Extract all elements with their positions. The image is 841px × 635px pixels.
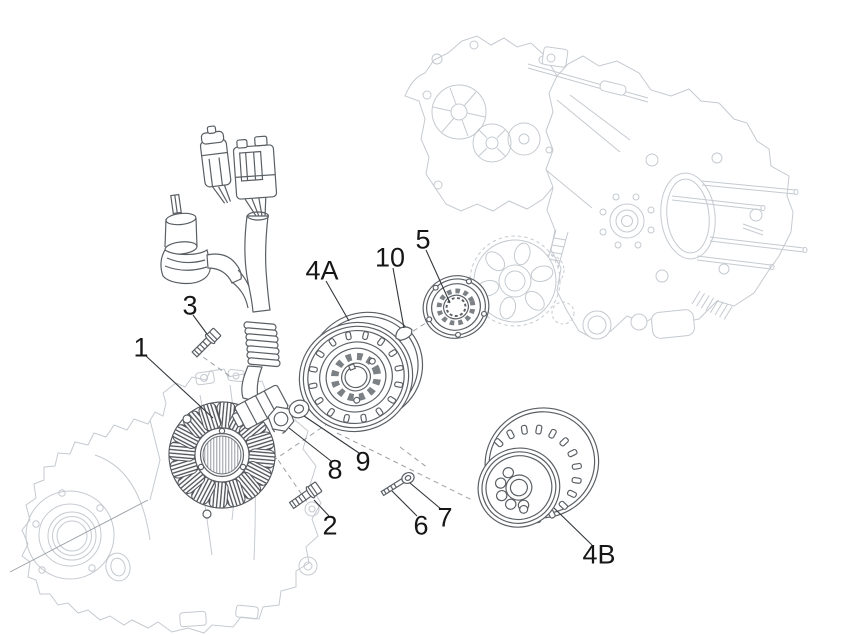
freewheel-drawing [422,275,490,339]
part-callout-5: 5 [415,224,431,255]
nut-drawing [267,406,295,434]
stator-drawing [168,384,289,519]
part-callout-10: 10 [374,242,406,273]
flywheel-4b-drawing [477,407,600,528]
connector-multipin [232,135,278,218]
leader-lines [145,249,593,546]
part-callout-4A: 4A [305,255,339,286]
connector-2pin [199,125,232,204]
part-callout-1: 1 [133,332,149,363]
screw-2-drawing [288,481,323,510]
stud-bolts [671,180,808,271]
cam-sprocket-drawing [469,235,561,327]
axis-centerline [9,499,149,573]
washer-7-drawing [401,471,415,485]
part-callout-8: 8 [327,454,343,485]
cable-connectors-drawing [199,125,281,403]
screw-3-drawing [191,327,222,358]
right-crankcase-drawing [404,35,808,340]
part-callout-7: 7 [437,502,453,533]
part-callout-9: 9 [355,446,371,477]
part-callout-2: 2 [322,510,338,541]
corrugated-sleeve [243,321,281,368]
spark-plug-cap-drawing [160,193,242,285]
part-callout-3: 3 [182,290,198,321]
part-callout-4B: 4B [582,539,616,570]
flywheel-4a-drawing [298,311,424,433]
woodruff-key-drawing [395,326,413,341]
part-callout-6: 6 [413,510,429,541]
cylinder-fins [691,290,733,320]
washer-drawing [288,399,310,419]
stator-terminal-block [231,384,289,430]
